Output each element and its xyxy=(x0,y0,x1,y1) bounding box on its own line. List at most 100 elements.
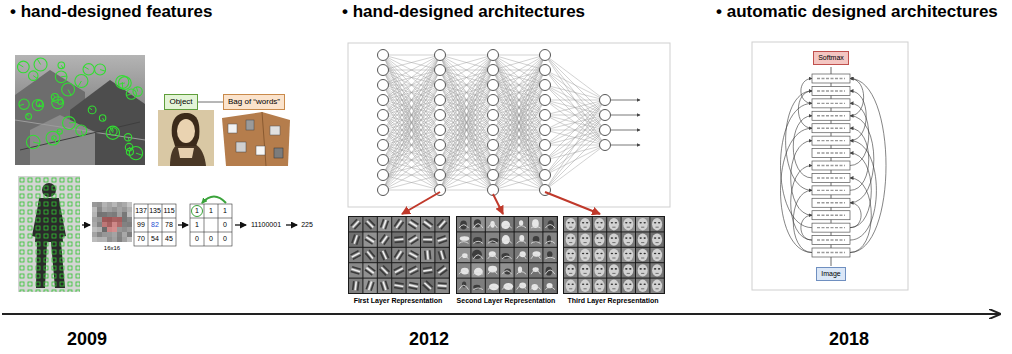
feature-tile xyxy=(607,232,620,246)
face-eye xyxy=(586,253,588,255)
face-pixel xyxy=(127,237,132,242)
network-neuron xyxy=(488,80,499,91)
network-weight xyxy=(383,175,440,190)
network-weight xyxy=(383,85,440,190)
network-neuron xyxy=(540,170,551,181)
feature-tile xyxy=(543,279,556,293)
network-weight xyxy=(383,55,440,190)
filter-stripe xyxy=(408,255,416,259)
keypoint xyxy=(133,87,142,96)
face-mouth xyxy=(612,227,615,228)
flow-arrow xyxy=(286,224,297,225)
feature-tile xyxy=(363,263,376,277)
center-pixel-value: 82 xyxy=(151,221,159,229)
face-pixel xyxy=(102,222,107,227)
skip-connection xyxy=(850,153,871,228)
part-edge xyxy=(531,270,541,274)
filter-stripe xyxy=(437,219,443,226)
face-pixel xyxy=(127,222,132,227)
face-pixel xyxy=(92,227,97,232)
year-label: 2012 xyxy=(409,330,449,350)
face-patch xyxy=(92,202,132,242)
feature-tile xyxy=(543,248,556,262)
node-text: Image xyxy=(821,270,840,278)
filter-stripe xyxy=(408,266,416,270)
layer-box-detail xyxy=(817,252,845,253)
part-edge xyxy=(459,256,469,259)
layer-box xyxy=(812,111,850,120)
face-pixel xyxy=(102,227,107,232)
network-weight xyxy=(440,145,493,190)
feature-tile xyxy=(543,232,556,246)
feature-tile xyxy=(349,232,362,246)
red-arrow xyxy=(545,192,600,214)
feature-tile xyxy=(564,279,577,293)
face-mouth xyxy=(584,273,587,274)
network-weight xyxy=(440,55,493,130)
binary-bit: 1 xyxy=(195,207,199,215)
skip-connection xyxy=(850,79,864,116)
face-blob xyxy=(623,280,633,292)
feature-tile xyxy=(378,279,391,293)
face-eye xyxy=(629,222,631,224)
network-weight xyxy=(545,85,605,130)
keypoint-orientation xyxy=(84,66,89,69)
feature-tile xyxy=(636,232,649,246)
face-pixel xyxy=(127,217,132,222)
keypoint-orientation xyxy=(37,59,40,65)
network-weight xyxy=(440,55,493,85)
face-pixel xyxy=(112,237,117,242)
feature-tile xyxy=(457,263,470,277)
layer-box-detail xyxy=(817,177,845,178)
feature-tile xyxy=(349,279,362,293)
face-eye xyxy=(586,237,588,239)
network-neuron xyxy=(600,125,611,136)
face-pixel xyxy=(122,202,127,207)
face-mouth xyxy=(656,258,659,259)
grid-line xyxy=(162,204,163,246)
face-pixel xyxy=(117,212,122,217)
face-pixel xyxy=(102,202,107,207)
part-edge xyxy=(531,254,541,258)
layer-caption: Second Layer Representation xyxy=(457,297,556,305)
face-pixel xyxy=(127,202,132,207)
network-weight xyxy=(493,55,545,145)
network-neuron xyxy=(488,155,499,166)
face-eye xyxy=(654,222,656,224)
network-weight xyxy=(383,55,440,145)
part-edge xyxy=(473,241,483,243)
feature-tile xyxy=(457,248,470,262)
feature-tile xyxy=(435,217,448,231)
filter-stripe xyxy=(394,285,403,286)
keypoint xyxy=(19,99,29,109)
binary-bit: 0 xyxy=(223,221,227,229)
feature-tile xyxy=(407,217,420,231)
face-eye xyxy=(640,253,642,255)
network-weight xyxy=(493,55,545,85)
feature-tile xyxy=(515,232,528,246)
face-eye xyxy=(640,237,642,239)
filter-stripe xyxy=(438,285,447,287)
part-blob xyxy=(547,235,551,244)
skip-connection xyxy=(850,203,861,228)
network-frame xyxy=(348,43,670,207)
roof-line xyxy=(20,122,140,150)
network-weight xyxy=(493,55,545,160)
face-mouth xyxy=(584,242,587,243)
part-edge xyxy=(502,225,512,228)
network-weight xyxy=(493,55,545,115)
filter-stripe xyxy=(365,270,372,275)
pixel-value: 54 xyxy=(151,235,159,243)
red-arrow xyxy=(493,194,503,214)
network-neuron xyxy=(540,80,551,91)
network-weight xyxy=(493,160,545,190)
face-eye xyxy=(654,253,656,255)
network-weight xyxy=(440,70,493,190)
part-blob xyxy=(488,266,497,273)
face-eye xyxy=(625,253,627,255)
network-weight xyxy=(545,100,605,160)
keypoint-orientation xyxy=(18,64,23,67)
filter-stripe xyxy=(366,281,369,290)
filter-stripe xyxy=(423,267,432,268)
face-pixel xyxy=(112,202,117,207)
